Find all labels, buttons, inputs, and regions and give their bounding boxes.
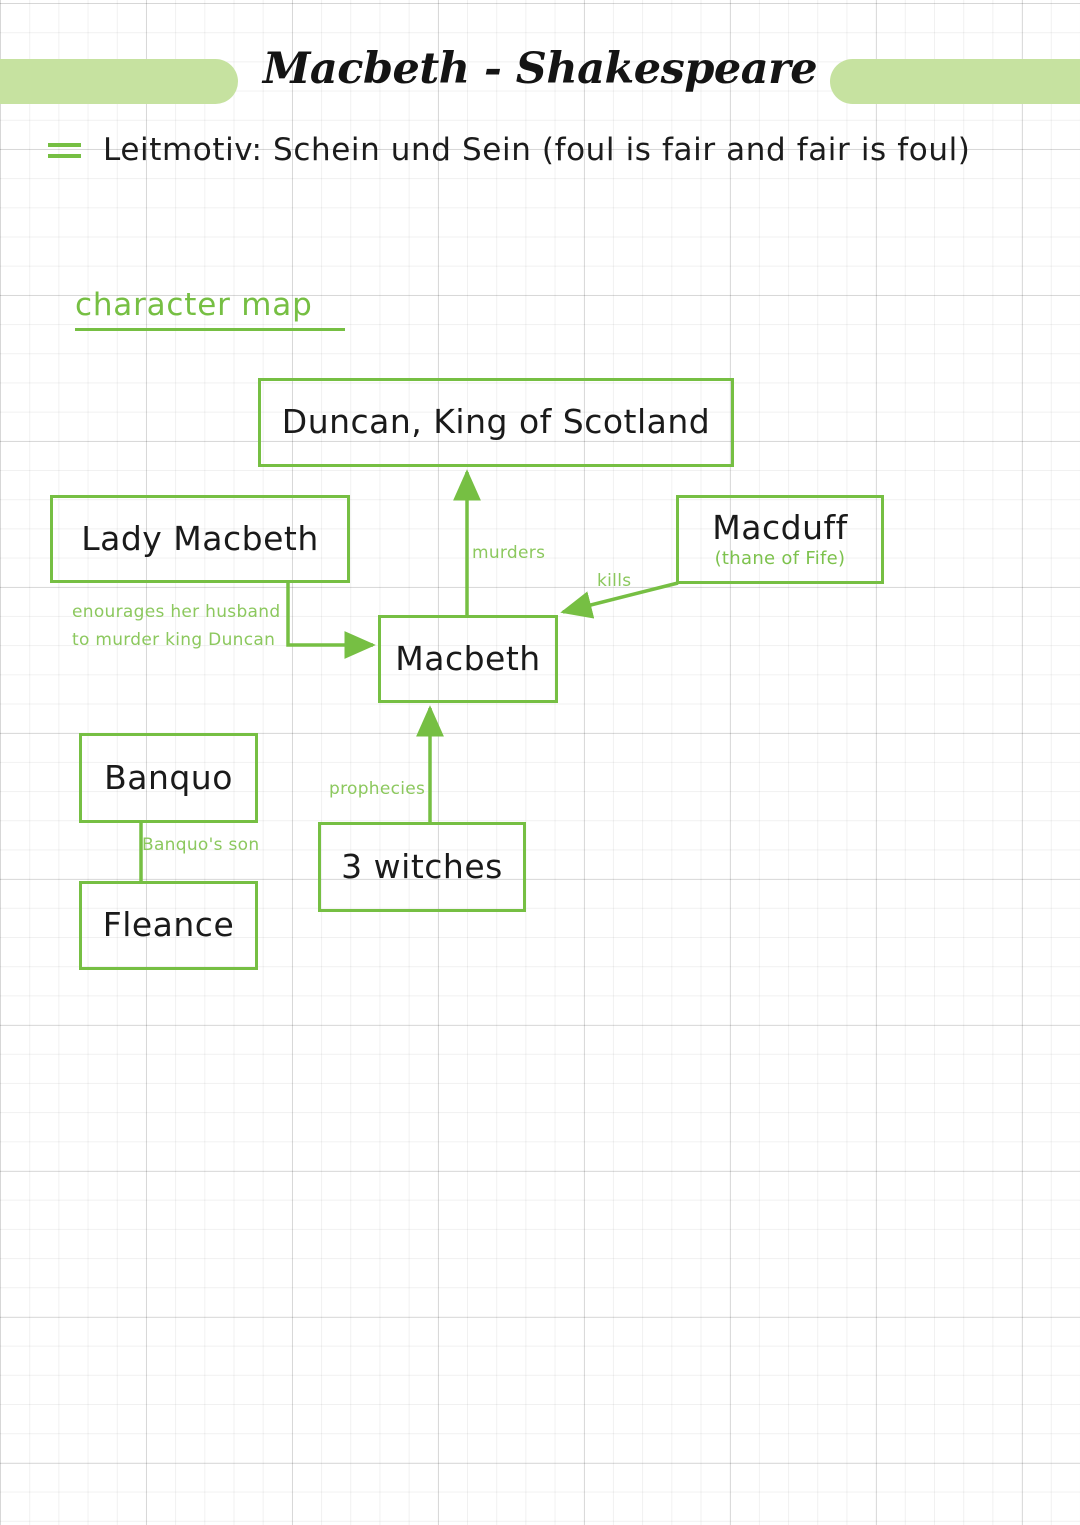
list-lines-icon bbox=[48, 139, 81, 161]
leitmotiv-row: Leitmotiv: Schein und Sein (foul is fair… bbox=[48, 132, 970, 168]
leitmotiv-text: Leitmotiv: Schein und Sein (foul is fair… bbox=[103, 132, 971, 168]
edge-label-lady-line1: enourages her husband bbox=[72, 602, 281, 622]
node-banquo-label: Banquo bbox=[104, 757, 233, 797]
node-duncan-label: Duncan, King of Scotland bbox=[281, 402, 711, 442]
edge-label-murders: murders bbox=[472, 543, 546, 563]
node-lady-macbeth-label: Lady Macbeth bbox=[81, 518, 319, 558]
section-heading-label: character map bbox=[75, 287, 313, 323]
title-highlight-left bbox=[0, 59, 238, 104]
edge-label-prophecies: prophecies bbox=[329, 779, 426, 799]
edge-label-lady-line2: to murder king Duncan bbox=[72, 630, 276, 650]
node-3-witches-label: 3 witches bbox=[341, 846, 503, 886]
node-macduff-sublabel: (thane of Fife) bbox=[714, 547, 846, 569]
node-fleance-label: Fleance bbox=[102, 905, 235, 945]
node-3-witches[interactable]: 3 witches bbox=[318, 822, 526, 912]
edge-lady-macbeth bbox=[286, 582, 376, 659]
node-fleance[interactable]: Fleance bbox=[79, 881, 258, 970]
node-duncan[interactable]: Duncan, King of Scotland bbox=[258, 378, 734, 467]
page-title: Macbeth - Shakespeare bbox=[262, 44, 818, 94]
node-lady-macbeth[interactable]: Lady Macbeth bbox=[50, 495, 350, 583]
section-heading-underline bbox=[75, 328, 345, 331]
edge-label-kills: kills bbox=[597, 571, 632, 591]
section-heading: character map bbox=[75, 287, 345, 331]
title-highlight-right bbox=[830, 59, 1080, 104]
node-banquo[interactable]: Banquo bbox=[79, 733, 258, 823]
node-macbeth[interactable]: Macbeth bbox=[378, 615, 558, 703]
node-macbeth-label: Macbeth bbox=[395, 638, 541, 678]
node-macduff-label: Macduff bbox=[712, 508, 848, 548]
node-macduff[interactable]: Macduff (thane of Fife) bbox=[676, 495, 884, 584]
edge-label-banquos-son: Banquo's son bbox=[142, 835, 260, 855]
